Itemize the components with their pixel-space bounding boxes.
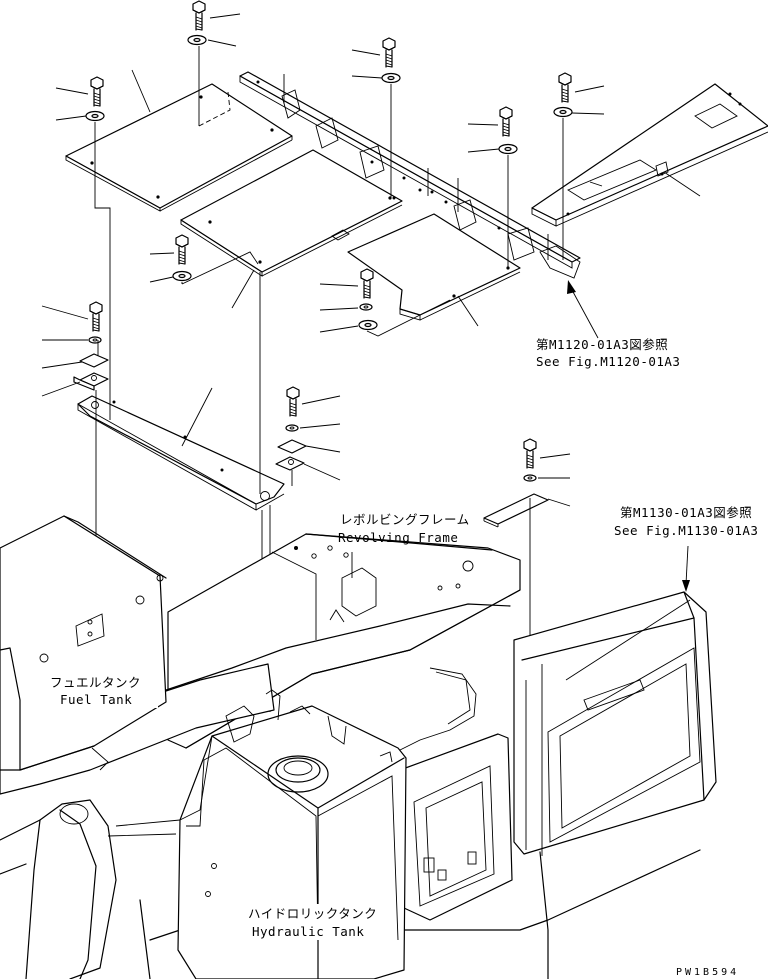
ref2-en: See Fig.M1130-01A3 — [614, 523, 758, 538]
hydraulic-tank-en: Hydraulic Tank — [252, 924, 364, 939]
hydraulic-tank-label: ハイドロリックタンク Hydraulic Tank — [240, 904, 380, 940]
cover-plate-right — [347, 213, 521, 321]
ref2-jp: 第M1130-01A3図参照 — [620, 505, 752, 520]
fuel-tank-label: フュエルタンク Fuel Tank — [46, 672, 158, 708]
shim-plate — [483, 493, 549, 528]
hardware — [73, 0, 573, 482]
revolving-frame-en: Revolving Frame — [338, 530, 458, 545]
fuel-tank-en: Fuel Tank — [60, 692, 132, 707]
ref1-en: See Fig.M1120-01A3 — [536, 354, 680, 369]
revolving-frame — [0, 533, 717, 979]
hydraulic-tank-jp: ハイドロリックタンク — [248, 906, 377, 921]
fuel-tank-jp: フュエルタンク — [50, 675, 141, 690]
reference-label-m1130: 第M1130-01A3図参照 See Fig.M1130-01A3 — [614, 505, 758, 538]
callout-leaders — [41, 13, 701, 592]
cover-plate-center — [180, 149, 403, 277]
cover-plate-left — [65, 83, 293, 212]
ref1-jp: 第M1120-01A3図参照 — [536, 337, 668, 352]
drawing-code: PW1B594 — [676, 967, 739, 978]
cover-plate-upper-right — [531, 83, 768, 227]
support-bar — [77, 395, 285, 511]
reference-label-m1120: 第M1120-01A3図参照 See Fig.M1120-01A3 — [536, 337, 680, 369]
frame-rail — [239, 71, 581, 279]
revolving-frame-jp: レボルビングフレーム — [340, 512, 470, 527]
revolving-frame-label: レボルビングフレーム Revolving Frame — [338, 512, 470, 545]
